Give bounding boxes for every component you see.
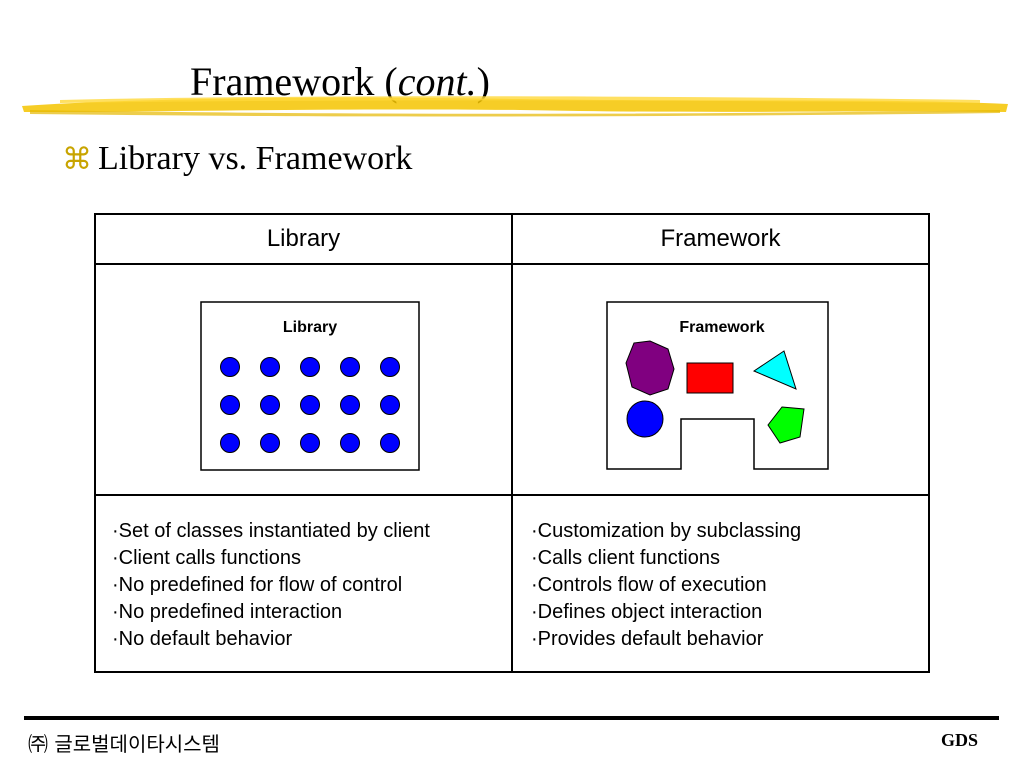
library-feature-item: Set of classes instantiated by client	[112, 518, 511, 545]
library-dot	[260, 357, 280, 377]
library-dot	[220, 395, 240, 415]
library-dot	[340, 357, 360, 377]
header-framework: Framework	[511, 213, 930, 265]
library-dot	[300, 395, 320, 415]
library-dot	[220, 357, 240, 377]
library-dot	[300, 433, 320, 453]
slide-title: Framework (cont.)	[190, 58, 490, 106]
framework-feature-item: Customization by subclassing	[531, 518, 928, 545]
pentagon-shape	[767, 406, 805, 444]
framework-diagram-label: Framework	[679, 319, 764, 336]
title-close: )	[476, 59, 490, 104]
command-key-icon: ⌘	[62, 143, 92, 176]
library-dot	[380, 395, 400, 415]
library-features-cell: Set of classes instantiated by client Cl…	[94, 494, 513, 673]
library-dots	[220, 357, 400, 453]
triangle-shape	[752, 350, 797, 390]
framework-features-cell: Customization by subclassing Calls clien…	[511, 494, 930, 673]
framework-features: Customization by subclassing Calls clien…	[513, 496, 928, 653]
bullet-text: Library vs. Framework	[98, 140, 413, 177]
library-diagram-label: Library	[283, 319, 337, 336]
library-dot	[340, 433, 360, 453]
diagram-row: Library Framework	[94, 263, 930, 496]
library-dot	[380, 357, 400, 377]
header-row: Library Framework	[94, 213, 930, 265]
library-dot	[380, 433, 400, 453]
footer-rule	[24, 716, 999, 720]
framework-diagram: Framework	[606, 301, 829, 470]
highlighter-stroke	[22, 96, 1008, 117]
gds-logo: GDS	[940, 730, 978, 750]
library-dot	[340, 395, 360, 415]
library-diagram-cell: Library	[94, 263, 513, 496]
framework-feature-item: Calls client functions	[531, 545, 928, 572]
circle-shape	[626, 400, 664, 438]
company-name: ㈜ 글로벌데이타시스템	[28, 732, 220, 756]
library-feature-item: Client calls functions	[112, 545, 511, 572]
octagon-shape	[625, 340, 675, 396]
bullet-item: ⌘Library vs. Framework	[62, 138, 412, 181]
library-feature-item: No default behavior	[112, 626, 511, 653]
library-feature-item: No predefined for flow of control	[112, 572, 511, 599]
library-dot	[300, 357, 320, 377]
header-library: Library	[94, 213, 513, 265]
library-dot	[260, 433, 280, 453]
framework-feature-item: Provides default behavior	[531, 626, 928, 653]
library-dot	[220, 433, 240, 453]
framework-feature-item: Defines object interaction	[531, 599, 928, 626]
comparison-table: Library Framework Library Framework	[94, 213, 930, 673]
framework-feature-item: Controls flow of execution	[531, 572, 928, 599]
rectangle-shape	[686, 362, 734, 394]
library-features: Set of classes instantiated by client Cl…	[96, 496, 511, 653]
framework-diagram-cell: Framework	[511, 263, 930, 496]
library-dot	[260, 395, 280, 415]
library-diagram: Library	[200, 301, 420, 471]
text-row: Set of classes instantiated by client Cl…	[94, 494, 930, 673]
library-feature-item: No predefined interaction	[112, 599, 511, 626]
